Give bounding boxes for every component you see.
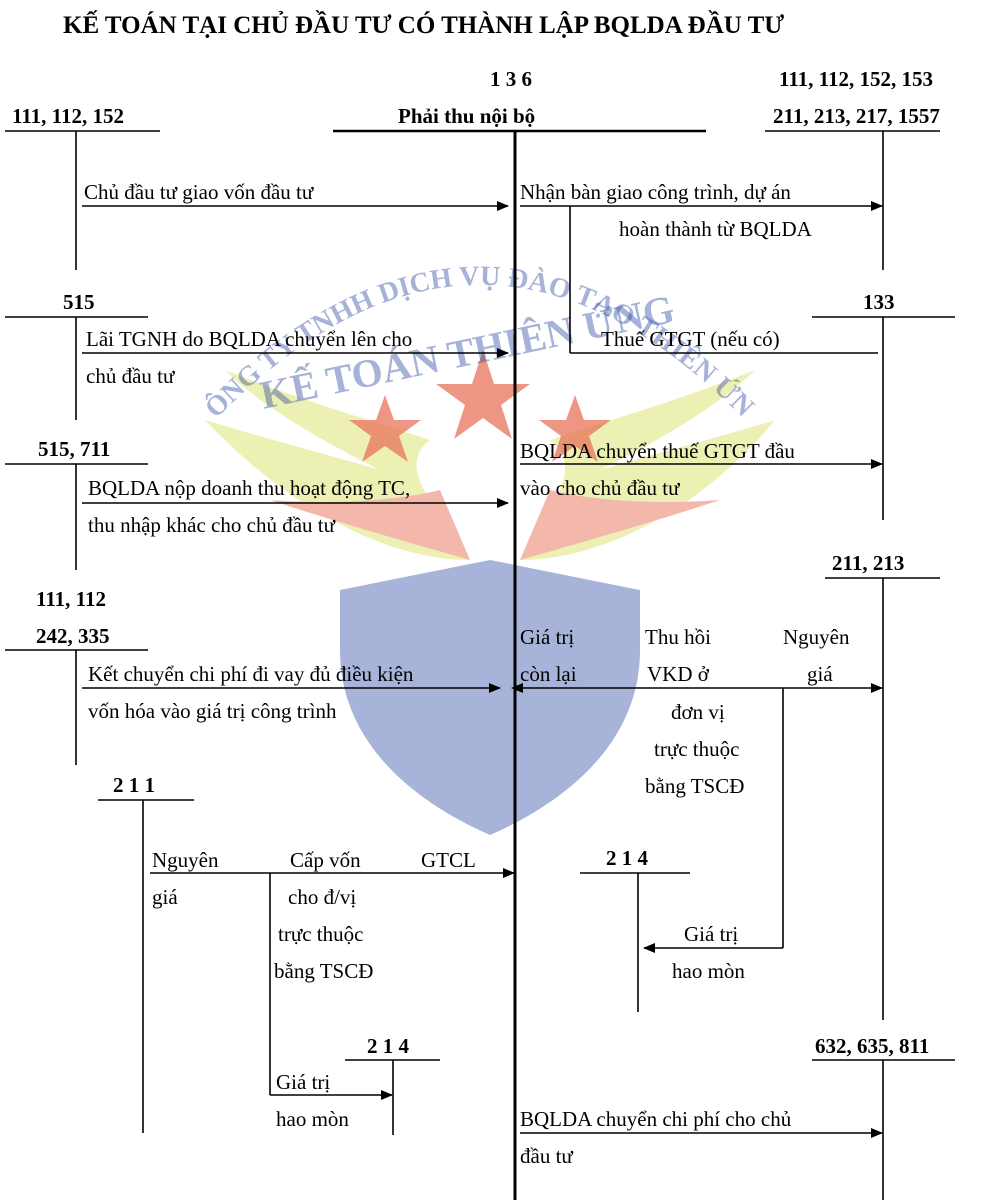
label-hao-mon-left-1: Giá trị	[276, 1070, 331, 1094]
account-211-213: 211, 213	[832, 551, 905, 575]
account-111-112-152: 111, 112, 152	[12, 104, 125, 128]
page-title: KẾ TOÁN TẠI CHỦ ĐẦU TƯ CÓ THÀNH LẬP BQLD…	[63, 12, 785, 39]
star-icon	[436, 350, 530, 439]
label-hao-mon-right-2: hao mòn	[672, 959, 745, 983]
label-nguyen-gia-left-1: Nguyên	[152, 848, 219, 872]
label-nguyen-gia-left-2: giá	[152, 885, 178, 909]
account-code-136: 1 3 6	[490, 67, 532, 91]
label-thu-hoi-4: trực thuộc	[654, 737, 740, 761]
label-cap-von-4: bằng TSCĐ	[274, 959, 374, 983]
account-111-112: 111, 112	[36, 587, 107, 611]
label-ket-chuyen-2: vốn hóa vào giá trị công trình	[88, 699, 337, 723]
label-doanh-thu-2: thu nhập khác cho chủ đầu tư	[88, 513, 335, 537]
star-icon	[539, 395, 611, 462]
shield-icon	[340, 560, 640, 835]
label-ket-chuyen-1: Kết chuyển chi phí đi vay đủ điều kiện	[88, 662, 414, 686]
wing-left-icon	[205, 370, 470, 560]
account-242-335: 242, 335	[36, 624, 110, 648]
label-lai-tgnh-1: Lãi TGNH do BQLDA chuyển lên cho	[86, 327, 413, 351]
account-211: 2 1 1	[113, 773, 155, 797]
account-632-635-811: 632, 635, 811	[815, 1034, 930, 1058]
account-214-right: 2 1 4	[606, 846, 648, 870]
label-chuyen-thue-2: vào cho chủ đầu tư	[520, 476, 680, 500]
label-gia-tri-con-lai-1: Giá trị	[520, 625, 575, 649]
label-nguyen-gia-right-1: Nguyên	[783, 625, 850, 649]
label-cap-von-3: trực thuộc	[278, 922, 364, 946]
wing-right-icon	[520, 370, 775, 560]
label-chuyen-chi-phi-2: đầu tư	[520, 1144, 573, 1168]
label-giao-von: Chủ đầu tư giao vốn đầu tư	[84, 180, 314, 204]
label-thu-hoi-5: bằng TSCĐ	[645, 774, 745, 798]
label-nhan-ban-giao-1: Nhận bàn giao công trình, dự án	[520, 180, 791, 204]
account-515-711: 515, 711	[38, 437, 111, 461]
label-gtcl: GTCL	[421, 848, 476, 872]
label-cap-von-1: Cấp vốn	[290, 848, 361, 872]
label-chuyen-thue-1: BQLDA chuyển thuế GTGT đầu	[520, 439, 795, 463]
account-111-112-152-153: 111, 112, 152, 153	[779, 67, 934, 91]
account-133: 133	[863, 290, 895, 314]
account-name-136: Phải thu nội bộ	[398, 104, 536, 128]
label-hao-mon-right-1: Giá trị	[684, 922, 739, 946]
label-thue-gtgt: Thuế GTGT (nếu có)	[601, 327, 780, 351]
account-214-left: 2 1 4	[367, 1034, 409, 1058]
label-nguyen-gia-right-2: giá	[807, 662, 833, 686]
label-hao-mon-left-2: hao mòn	[276, 1107, 349, 1131]
label-thu-hoi-2: VKD ở	[647, 662, 709, 686]
label-doanh-thu-1: BQLDA nộp doanh thu hoạt động TC,	[88, 476, 411, 500]
label-gia-tri-con-lai-2: còn lại	[520, 662, 577, 686]
star-icon	[349, 395, 421, 462]
label-chuyen-chi-phi-1: BQLDA chuyển chi phí cho chủ	[520, 1107, 792, 1131]
label-thu-hoi-3: đơn vị	[671, 700, 725, 724]
label-nhan-ban-giao-2: hoàn thành từ BQLDA	[619, 217, 812, 241]
account-515: 515	[63, 290, 95, 314]
account-211-213-217-1557: 211, 213, 217, 1557	[773, 104, 940, 128]
label-lai-tgnh-2: chủ đầu tư	[86, 364, 175, 388]
label-cap-von-2: cho đ/vị	[288, 885, 357, 909]
label-thu-hoi-1: Thu hồi	[645, 625, 711, 649]
